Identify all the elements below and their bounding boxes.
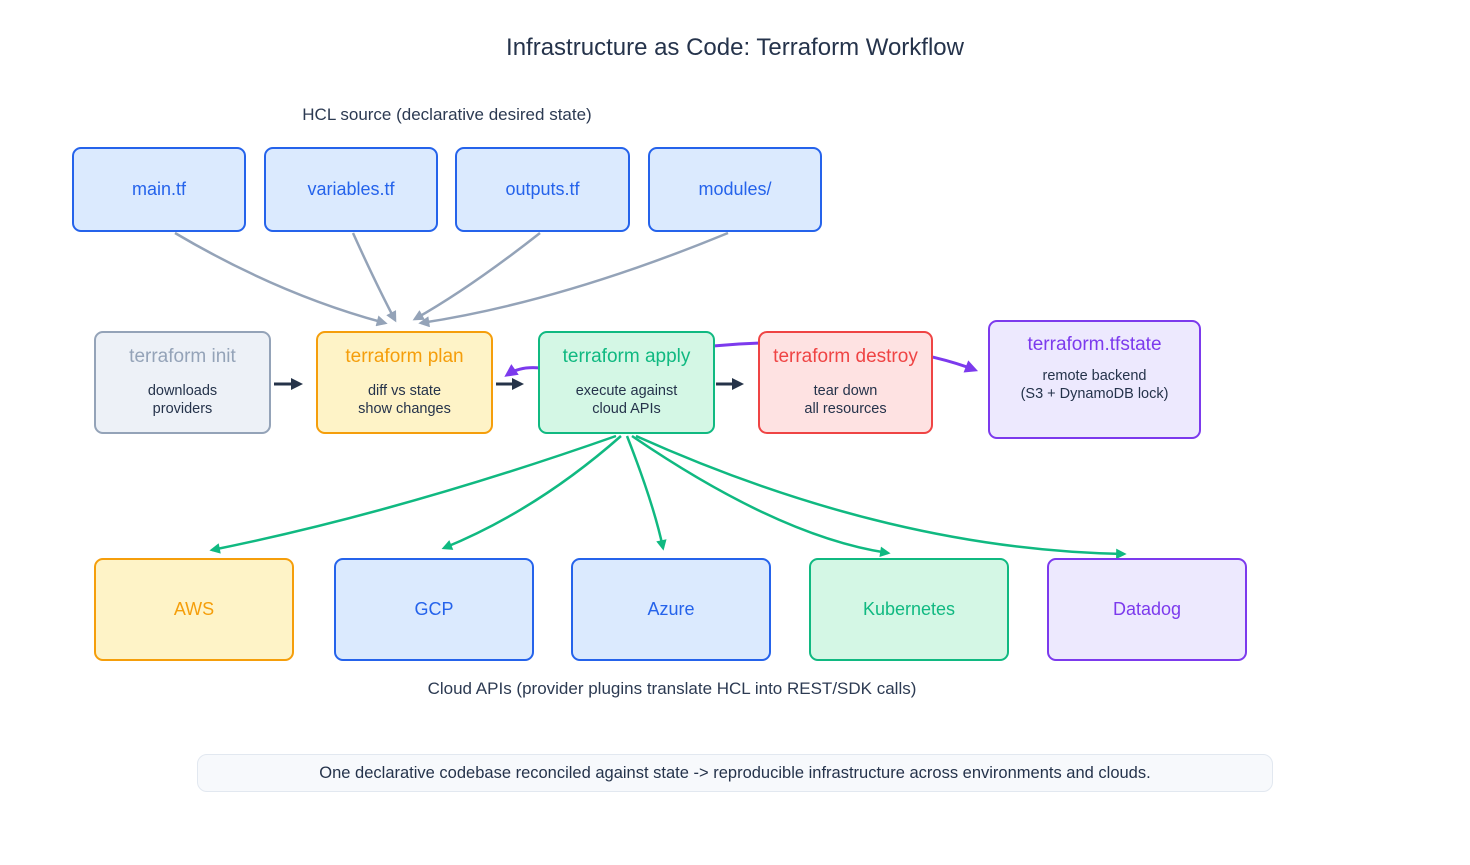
edge-modules-to-plan — [418, 231, 729, 328]
node-subtitle-line2: show changes — [358, 400, 451, 417]
node-label: Azure — [647, 599, 695, 619]
node-title: terraform plan — [345, 346, 464, 367]
edge-variables-tf-to-plan — [351, 232, 397, 323]
node-subtitle-line2: all resources — [804, 400, 887, 417]
node-subtitle: downloads providers — [148, 383, 217, 418]
edge-apply-to-plan-feedback — [504, 364, 541, 377]
edge-apply-to-aws — [209, 434, 617, 554]
edge-apply-to-datadog — [635, 434, 1127, 560]
node-terraform-destroy: terraform destroy tear down all resource… — [758, 331, 933, 434]
node-subtitle: diff vs state show changes — [358, 383, 451, 418]
node-label: variables.tf — [307, 179, 395, 199]
node-aws: AWS — [94, 558, 294, 661]
node-terraform-apply: terraform apply execute against cloud AP… — [538, 331, 715, 434]
cloud-apis-section-label: Cloud APIs (provider plugins translate H… — [427, 679, 917, 698]
node-kubernetes: Kubernetes — [809, 558, 1009, 661]
node-terraform-tfstate: terraform.tfstate remote backend (S3 + D… — [988, 320, 1201, 439]
edge-apply-to-azure — [625, 435, 667, 551]
node-subtitle-line2: providers — [152, 400, 213, 417]
node-title: terraform init — [129, 346, 236, 367]
node-subtitle-line1: execute against — [575, 382, 678, 399]
node-subtitle-line1: downloads — [147, 382, 218, 399]
node-main-tf: main.tf — [72, 147, 246, 232]
node-modules: modules/ — [648, 147, 822, 232]
edge-apply-to-gcp — [441, 435, 622, 550]
node-terraform-init: terraform init downloads providers — [94, 331, 271, 434]
node-label: outputs.tf — [505, 179, 580, 199]
hcl-section-label: HCL source (declarative desired state) — [302, 105, 592, 124]
node-label: AWS — [173, 599, 215, 619]
edge-main-tf-to-plan — [174, 231, 388, 327]
node-label: main.tf — [131, 179, 187, 199]
node-subtitle: remote backend (S3 + DynamoDB lock) — [1021, 368, 1169, 403]
node-subtitle-line2: cloud APIs — [592, 400, 661, 417]
node-title: terraform apply — [562, 346, 691, 367]
node-azure: Azure — [571, 558, 771, 661]
node-gcp: GCP — [334, 558, 534, 661]
node-label: Datadog — [1112, 599, 1182, 619]
edge-outputs-tf-to-plan — [412, 232, 541, 321]
node-datadog: Datadog — [1047, 558, 1247, 661]
node-subtitle: tear down all resources — [804, 383, 886, 418]
edge-apply-to-kubernetes — [631, 434, 891, 558]
node-subtitle-line2: (S3 + DynamoDB lock) — [1020, 385, 1169, 402]
node-label: Kubernetes — [862, 599, 956, 619]
node-subtitle-line1: remote backend — [1042, 367, 1147, 384]
page-title: Infrastructure as Code: Terraform Workfl… — [506, 34, 964, 61]
node-title: terraform.tfstate — [1027, 334, 1162, 355]
node-terraform-plan: terraform plan diff vs state show change… — [316, 331, 493, 434]
node-variables-tf: variables.tf — [264, 147, 438, 232]
node-label: modules/ — [698, 179, 772, 199]
node-subtitle-line1: diff vs state — [367, 382, 442, 399]
node-subtitle: execute against cloud APIs — [576, 383, 678, 418]
summary-text: One declarative codebase reconciled agai… — [319, 763, 1151, 782]
node-outputs-tf: outputs.tf — [455, 147, 630, 232]
node-title: terraform destroy — [773, 346, 918, 367]
node-label: GCP — [414, 599, 454, 619]
summary-callout: One declarative codebase reconciled agai… — [197, 754, 1273, 792]
node-subtitle-line1: tear down — [813, 382, 878, 399]
